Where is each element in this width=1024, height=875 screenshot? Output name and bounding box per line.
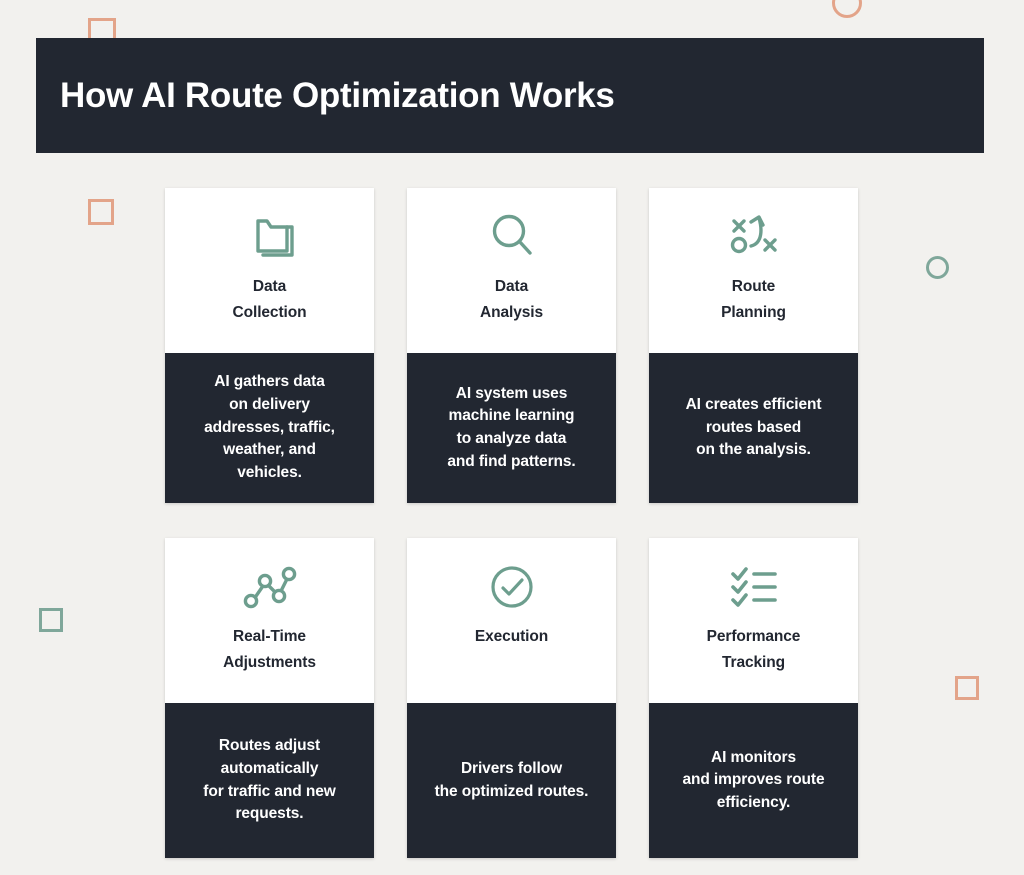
card-body-section: AI gathers data on delivery addresses, t… [165, 353, 374, 503]
card-title: Data Analysis [480, 274, 543, 326]
folder-icon [242, 206, 298, 268]
card-description-line: on delivery [229, 396, 310, 414]
header-banner: How AI Route Optimization Works [36, 38, 984, 153]
deco-square-left-upper [88, 199, 114, 225]
card-description: AI gathers data on delivery addresses, t… [204, 371, 335, 484]
card-title: Performance Tracking [707, 624, 801, 676]
card-description-line: and find patterns. [447, 452, 576, 470]
card-description: Routes adjust automatically for traffic … [203, 735, 336, 826]
deco-square-left-lower [39, 608, 63, 632]
deco-circle-top-right [832, 0, 862, 18]
card-description-line: machine learning [448, 407, 575, 425]
card-title: Route Planning [721, 274, 786, 326]
card-description-line: AI system uses [455, 384, 568, 402]
card-top-section: Data Collection [165, 188, 374, 353]
card-description-line: to analyze data [456, 430, 567, 447]
card-title: Execution [475, 624, 548, 650]
card-description: Drivers follow the optimized routes. [435, 758, 589, 803]
check-circle-icon [485, 556, 539, 618]
card-data-collection[interactable]: Data Collection AI gathers data on deliv… [165, 188, 374, 503]
card-description-line: on the analysis. [696, 441, 811, 459]
card-title-line: Route [731, 278, 776, 295]
card-top-section: Execution [407, 538, 616, 703]
card-title-line: Real-Time [233, 628, 306, 645]
card-title: Data Collection [233, 274, 307, 326]
card-title-line: Collection [232, 304, 307, 322]
card-description: AI monitors and improves route efficienc… [682, 747, 824, 815]
checklist-icon [725, 556, 783, 618]
card-description: AI creates efficient routes based on the… [686, 394, 822, 462]
card-title-line: Performance [706, 628, 801, 645]
card-title-line: Planning [721, 304, 786, 322]
card-performance-tracking[interactable]: Performance Tracking AI monitors and imp… [649, 538, 858, 858]
card-execution[interactable]: Execution Drivers follow the optimized r… [407, 538, 616, 858]
card-description-line: efficiency. [716, 793, 791, 811]
card-description: AI system uses machine learning to analy… [447, 383, 575, 474]
card-top-section: Route Planning [649, 188, 858, 353]
card-description-line: addresses, traffic, [204, 418, 335, 436]
card-title-line: Data [494, 278, 529, 295]
node-graph-icon [241, 556, 299, 618]
deco-square-right-lower [955, 676, 979, 700]
card-title-line: Data [252, 278, 287, 295]
card-title-line: Adjustments [223, 654, 316, 672]
process-card-grid: Data Collection AI gathers data on deliv… [165, 188, 859, 858]
card-description-line: vehicles. [237, 463, 302, 481]
card-top-section: Real-Time Adjustments [165, 538, 374, 703]
card-description-line: for traffic and new [203, 782, 336, 800]
magnifier-icon [484, 206, 540, 268]
card-title-line: Tracking [722, 654, 785, 672]
card-top-section: Data Analysis [407, 188, 616, 353]
deco-circle-right-middle [926, 256, 949, 279]
card-description-line: AI gathers data [214, 373, 325, 391]
card-body-section: AI monitors and improves route efficienc… [649, 703, 858, 858]
card-description-line: the optimized routes. [434, 782, 589, 800]
strategy-playbook-icon [725, 206, 783, 268]
card-body-section: Drivers follow the optimized routes. [407, 703, 616, 858]
card-route-planning[interactable]: Route Planning AI creates efficient rout… [649, 188, 858, 503]
card-title: Real-Time Adjustments [223, 624, 316, 676]
card-description-line: weather, and [223, 441, 316, 459]
card-description-line: requests. [235, 805, 304, 823]
card-body-section: Routes adjust automatically for traffic … [165, 703, 374, 858]
card-description-line: Routes adjust [218, 737, 321, 755]
card-title-line: Execution [474, 628, 549, 645]
card-description-line: routes based [705, 418, 802, 436]
card-description-line: automatically [220, 759, 319, 777]
card-description-line: AI monitors [710, 748, 796, 766]
card-real-time-adjustments[interactable]: Real-Time Adjustments Routes adjust auto… [165, 538, 374, 858]
card-top-section: Performance Tracking [649, 538, 858, 703]
card-description-line: Drivers follow [460, 759, 563, 777]
card-title-line: Analysis [480, 304, 543, 322]
card-description-line: and improves route [682, 771, 825, 789]
card-data-analysis[interactable]: Data Analysis AI system uses machine lea… [407, 188, 616, 503]
card-body-section: AI creates efficient routes based on the… [649, 353, 858, 503]
page-title: How AI Route Optimization Works [60, 75, 615, 115]
card-description-line: AI creates efficient [685, 396, 822, 414]
card-body-section: AI system uses machine learning to analy… [407, 353, 616, 503]
